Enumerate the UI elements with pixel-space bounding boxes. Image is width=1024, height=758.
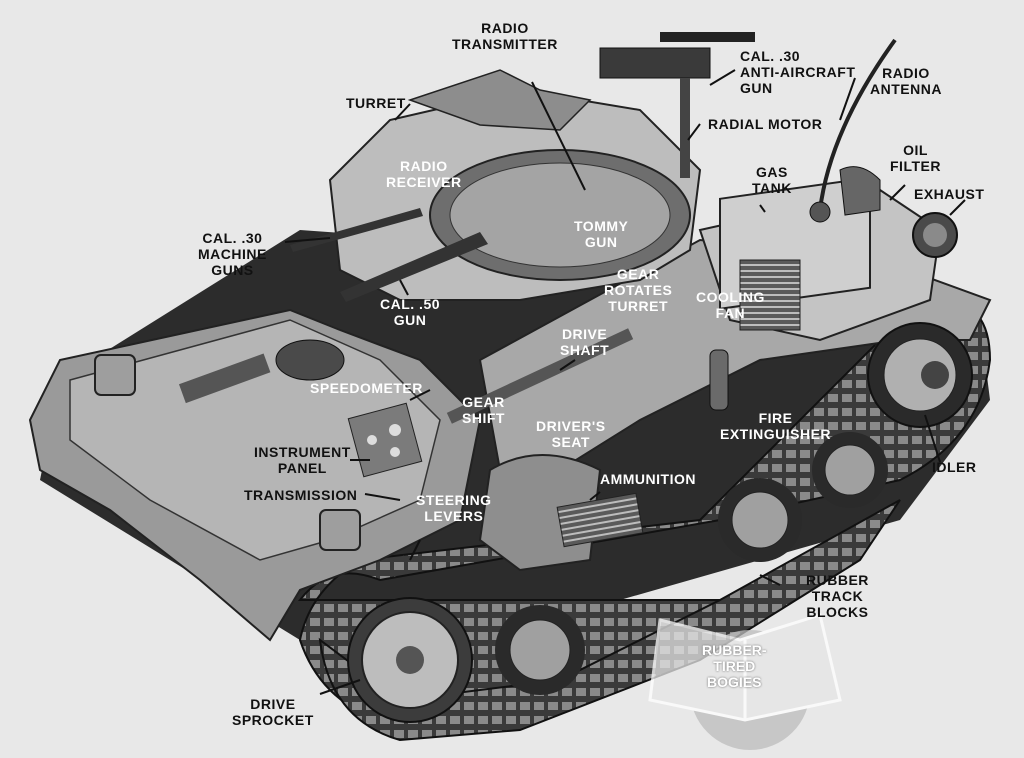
ammo-rack bbox=[556, 492, 644, 548]
aa-gun-body bbox=[599, 47, 711, 79]
drive-shaft-rod bbox=[446, 328, 634, 424]
label-cal50-gun: CAL. .50 GUN bbox=[380, 296, 441, 328]
label-gear-shift: GEAR SHIFT bbox=[462, 394, 505, 426]
label-gas-tank: GAS TANK bbox=[752, 164, 792, 196]
cal30-gun-barrel bbox=[290, 208, 423, 252]
label-speedometer: SPEEDOMETER bbox=[310, 380, 423, 396]
bogie-wheel-1 bbox=[495, 605, 585, 695]
label-rubber-track-blocks: RUBBER TRACK BLOCKS bbox=[806, 572, 869, 620]
label-turret: TURRET bbox=[346, 95, 406, 111]
drive-sprocket-wheel bbox=[347, 597, 473, 723]
label-gear-rotates-turret: GEAR ROTATES TURRET bbox=[604, 266, 673, 314]
label-tommy-gun: TOMMY GUN bbox=[574, 218, 629, 250]
cooling-fan-grill bbox=[739, 259, 801, 331]
radio-antenna-mast bbox=[818, 38, 897, 211]
leader-lines bbox=[284, 69, 966, 695]
label-idler: IDLER bbox=[932, 459, 977, 475]
instrument-panel-plate bbox=[347, 402, 423, 478]
label-radial-motor: RADIAL MOTOR bbox=[708, 116, 823, 132]
label-radio-transmitter: RADIO TRANSMITTER bbox=[452, 20, 558, 52]
label-cooling-fan: COOLING FAN bbox=[696, 289, 765, 321]
hull-glacis bbox=[69, 319, 441, 561]
bogie-wheel-3 bbox=[812, 432, 888, 508]
label-drive-shaft: DRIVE SHAFT bbox=[560, 326, 610, 358]
watermark-gear-book bbox=[648, 613, 842, 750]
label-cal30-machine-guns: CAL. .30 MACHINE GUNS bbox=[198, 230, 267, 278]
oil-filter-body bbox=[839, 166, 881, 216]
idler-wheel bbox=[867, 322, 973, 428]
hull-gun-mount bbox=[275, 339, 345, 381]
label-ammunition: AMMUNITION bbox=[600, 471, 696, 487]
label-radio-receiver: RADIO RECEIVER bbox=[386, 158, 462, 190]
label-oil-filter: OIL FILTER bbox=[890, 142, 941, 174]
label-drivers-seat: DRIVER'S SEAT bbox=[536, 418, 606, 450]
lower-track bbox=[318, 499, 901, 742]
cal50-gun-barrel bbox=[340, 232, 488, 302]
label-fire-extinguisher: FIRE EXTINGUISHER bbox=[720, 410, 832, 442]
bogie-wheel-2 bbox=[718, 478, 802, 562]
label-drive-sprocket: DRIVE SPROCKET bbox=[232, 696, 314, 728]
label-steering-levers: STEERING LEVERS bbox=[416, 492, 492, 524]
label-instrument-panel: INSTRUMENT PANEL bbox=[254, 444, 351, 476]
label-radio-antenna: RADIO ANTENNA bbox=[870, 65, 942, 97]
label-exhaust: EXHAUST bbox=[914, 186, 985, 202]
extinguisher bbox=[709, 349, 729, 411]
headlight bbox=[94, 354, 136, 396]
label-cal30-aa-gun: CAL. .30 ANTI-AIRCRAFT GUN bbox=[740, 48, 856, 96]
label-transmission: TRANSMISSION bbox=[244, 487, 358, 503]
label-rubber-tired-bogies: RUBBER- TIRED BOGIES bbox=[702, 642, 767, 690]
turret-top-cut bbox=[407, 69, 592, 131]
